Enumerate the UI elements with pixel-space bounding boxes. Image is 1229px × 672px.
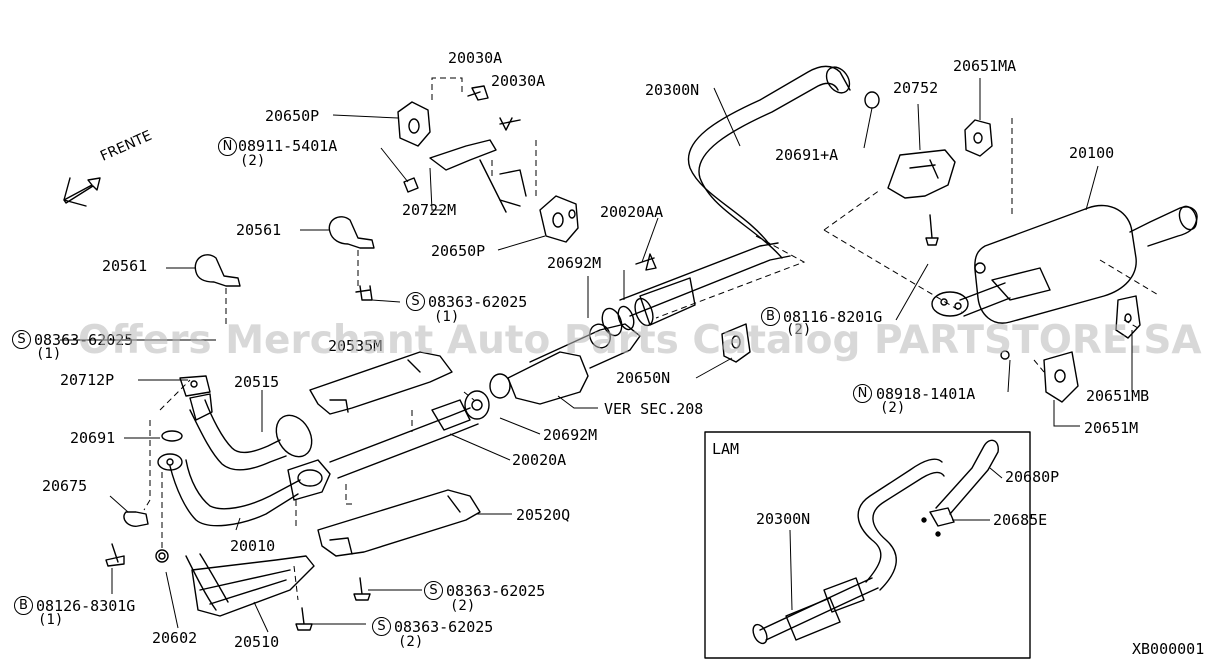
label-20651ma: 20651MA bbox=[953, 57, 1017, 75]
lam-pipe-20680p bbox=[935, 439, 999, 515]
qty-08363-c: (2) bbox=[450, 598, 476, 614]
hanger-20651m bbox=[1043, 351, 1079, 403]
front-pipe-20020a bbox=[329, 407, 479, 479]
prefix-n-symbol: N bbox=[218, 137, 237, 156]
label-ver-sec-208: VER SEC.208 bbox=[604, 400, 704, 418]
prefix-s-symbol: S bbox=[372, 617, 391, 636]
ring-20691a bbox=[864, 91, 880, 109]
hanger-20650p-lower bbox=[539, 195, 579, 243]
label-20692m-2: 20692M bbox=[543, 426, 598, 444]
heat-shield-20510 bbox=[191, 555, 315, 617]
heat-shield-20535m bbox=[309, 351, 453, 415]
label-20685e: 20685E bbox=[993, 511, 1048, 529]
hanger-20651mb bbox=[1115, 295, 1141, 339]
qty-08911: (2) bbox=[240, 153, 266, 169]
pipe-20602 bbox=[185, 553, 229, 611]
lam-tail-pipe bbox=[752, 458, 945, 645]
muffler-20100 bbox=[931, 204, 1198, 324]
gasket-20691 bbox=[161, 430, 183, 442]
label-20650n: 20650N bbox=[616, 369, 671, 387]
label-20300n: 20300N bbox=[645, 81, 700, 99]
qty-08363-d: (2) bbox=[398, 634, 424, 650]
label-20752: 20752 bbox=[893, 79, 939, 97]
qty-08363-b: (1) bbox=[36, 346, 62, 362]
watermark: Offers Merchant Auto Parts Catalog PARTS… bbox=[78, 318, 1202, 363]
label-20300n-lam: 20300N bbox=[756, 510, 811, 528]
prefix-b-symbol: B bbox=[14, 596, 33, 615]
hanger-20651ma bbox=[964, 119, 993, 157]
label-20650p-1: 20650P bbox=[265, 107, 320, 125]
label-20691a: 20691+A bbox=[775, 146, 839, 164]
label-20722m: 20722M bbox=[402, 201, 457, 219]
label-08116-8201g: 08116-8201G bbox=[783, 308, 883, 326]
label-08363-62025-c: 08363-62025 bbox=[446, 582, 546, 600]
pipe-20515 bbox=[189, 409, 287, 471]
label-20691: 20691 bbox=[70, 429, 116, 447]
label-20651mb: 20651MB bbox=[1086, 387, 1150, 405]
qty-08116: (2) bbox=[786, 322, 812, 338]
label-08126-8301g: 08126-8301G bbox=[36, 597, 136, 615]
label-20561-1: 20561 bbox=[236, 221, 282, 239]
label-20651m: 20651M bbox=[1084, 419, 1139, 437]
inset-title: LAM bbox=[712, 440, 740, 458]
label-20535m: 20535M bbox=[328, 337, 383, 355]
label-20100: 20100 bbox=[1069, 144, 1115, 162]
pipe-20010 bbox=[169, 465, 299, 527]
qty-08363-a: (1) bbox=[434, 309, 460, 325]
diagram-code: XB000001 bbox=[1132, 640, 1205, 658]
label-20561-2: 20561 bbox=[102, 257, 148, 275]
frente-arrow-icon bbox=[63, 177, 101, 207]
label-20020aa: 20020AA bbox=[600, 203, 664, 221]
label-08911-5401a: 08911-5401A bbox=[238, 137, 338, 155]
bracket-20752 bbox=[887, 149, 956, 199]
tail-pipe-20300n bbox=[601, 65, 851, 337]
qty-08918: (2) bbox=[880, 400, 906, 416]
label-20692m-1: 20692M bbox=[547, 254, 602, 272]
label-20010: 20010 bbox=[230, 537, 276, 555]
label-20515: 20515 bbox=[234, 373, 280, 391]
label-20020a: 20020A bbox=[512, 451, 567, 469]
label-08918-1401a: 08918-1401A bbox=[876, 385, 976, 403]
cat-converter bbox=[507, 351, 589, 405]
label-08363-62025-a: 08363-62025 bbox=[428, 293, 528, 311]
lam-inset-frame bbox=[704, 431, 1031, 659]
prefix-s-symbol: S bbox=[406, 292, 425, 311]
heat-shield-20520q bbox=[317, 489, 481, 557]
clamp-20561-upper bbox=[328, 216, 375, 249]
hanger-20650p-upper bbox=[397, 101, 431, 147]
prefix-s-symbol: S bbox=[12, 330, 31, 349]
label-20602: 20602 bbox=[152, 629, 198, 647]
clamp-20561-lower bbox=[194, 254, 241, 287]
qty-08126: (1) bbox=[38, 612, 64, 628]
label-20712p: 20712P bbox=[60, 371, 115, 389]
label-08363-62025-d: 08363-62025 bbox=[394, 618, 494, 636]
prefix-b-symbol: B bbox=[761, 307, 780, 326]
label-20510: 20510 bbox=[234, 633, 280, 651]
label-20650p-2: 20650P bbox=[431, 242, 486, 260]
label-20675: 20675 bbox=[42, 477, 88, 495]
hanger-20650n bbox=[721, 323, 751, 363]
label-20030a-1: 20030A bbox=[448, 49, 503, 67]
prefix-s-symbol: S bbox=[424, 581, 443, 600]
label-20520q: 20520Q bbox=[516, 506, 571, 524]
label-20030a-2: 20030A bbox=[491, 72, 546, 90]
label-20680p: 20680P bbox=[1005, 468, 1060, 486]
label-08363-62025-b: 08363-62025 bbox=[34, 331, 134, 349]
prefix-n-symbol: N bbox=[853, 384, 872, 403]
